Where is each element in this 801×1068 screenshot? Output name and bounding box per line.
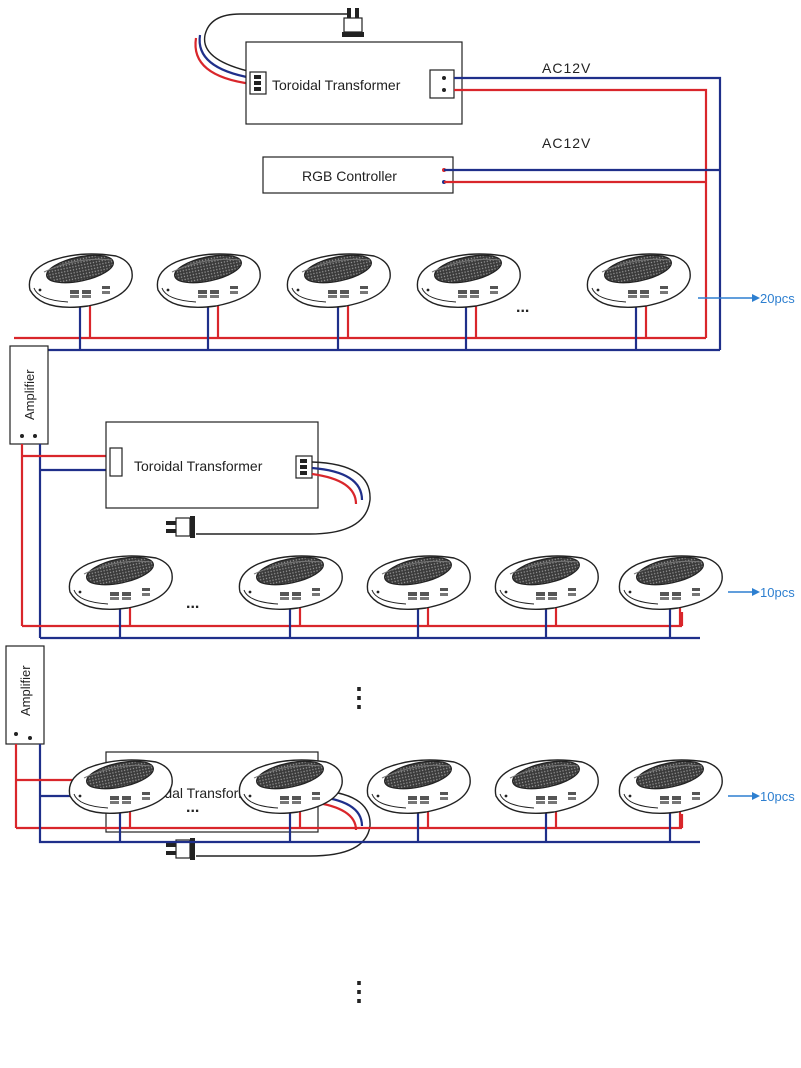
amplifier-1: Amplifier	[9, 345, 49, 445]
rgb-controller-label: RGB Controller	[302, 168, 397, 184]
pool-light-icon	[494, 551, 599, 610]
pool-light-icon	[618, 755, 723, 814]
toroidal-transformer-box-2	[105, 421, 319, 509]
row1-count-label: 20pcs	[760, 291, 795, 306]
row3-count-label: 10pcs	[760, 789, 795, 804]
pool-light-icon	[286, 249, 391, 308]
vertical-ellipsis-2: ⋮	[346, 976, 372, 1006]
amplifier-label: Amplifier	[18, 665, 33, 716]
pool-light-icon	[586, 249, 691, 308]
ac-voltage-label-1: AC12V	[542, 60, 591, 76]
row1-ellipsis: ...	[516, 299, 529, 316]
rgb-controller-box	[262, 156, 454, 194]
pool-light-icon	[366, 755, 471, 814]
row2-count-label: 10pcs	[760, 585, 795, 600]
row3-drops	[118, 808, 682, 842]
pool-light-icon	[28, 249, 133, 308]
arrow-right-icon	[698, 294, 760, 302]
pool-light-icon	[494, 755, 599, 814]
row1-drops	[78, 300, 648, 350]
row3-ellipsis: ...	[186, 799, 199, 816]
pool-light-icon	[156, 249, 261, 308]
power-plug-icon	[165, 515, 196, 539]
arrow-right-icon	[728, 792, 760, 800]
pool-light-icon	[416, 249, 521, 308]
transformer-label: Toroidal Transformer	[272, 77, 401, 93]
amplifier-2: Amplifier	[5, 645, 45, 745]
pool-light-icon	[366, 551, 471, 610]
vertical-ellipsis-1: ⋮	[346, 682, 372, 712]
row1-lamps	[28, 249, 691, 308]
pool-light-icon	[68, 551, 173, 610]
terminal-block-icon	[295, 455, 313, 479]
toroidal-transformer-box	[245, 41, 463, 125]
pool-light-icon	[618, 551, 723, 610]
ac-voltage-label-2: AC12V	[542, 135, 591, 151]
top-section: Toroidal Transformer AC12V AC12V RGB Con…	[194, 7, 591, 194]
transformer-label-2: Toroidal Transformer	[134, 458, 263, 474]
pool-light-icon	[238, 551, 343, 610]
row2-lamps	[68, 551, 723, 610]
arrow-right-icon	[728, 588, 760, 596]
amplifier-label: Amplifier	[22, 369, 37, 420]
terminal-block-icon	[249, 71, 267, 95]
row2-ellipsis: ...	[186, 595, 199, 612]
power-plug-icon	[341, 7, 365, 38]
